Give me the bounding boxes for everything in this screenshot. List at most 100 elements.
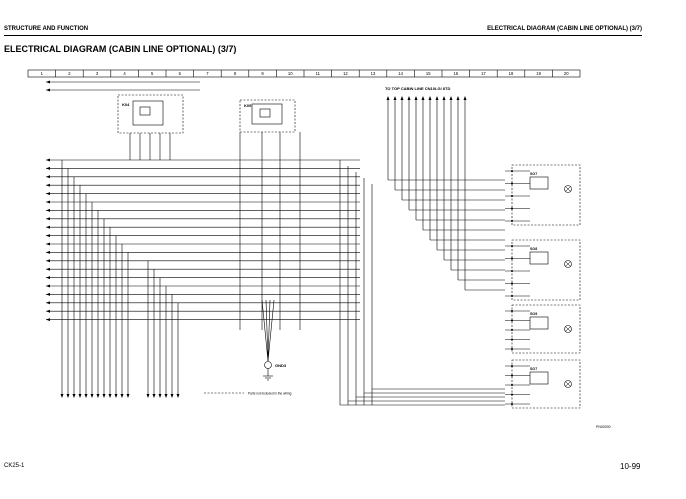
grid-number: 5 [151,71,154,76]
legend-note: Parts not included in the wiring [248,392,292,396]
bus-arrow [46,250,50,254]
grid-number: 2 [68,71,71,76]
drop-arrow [126,394,130,398]
bus-arrow [46,175,50,179]
harness-arrow [400,96,404,100]
panel-pin [511,195,513,197]
lamp-icon [564,260,572,268]
header-rule [4,35,642,36]
panel-pin [511,310,513,312]
drop-arrow [60,394,64,398]
drop-arrow [170,394,174,398]
harness-arrow [428,96,432,100]
drop-arrow [158,394,162,398]
switch-panel-frame [511,239,581,301]
bus-arrow [46,208,50,212]
panel-pin [511,365,513,367]
drop-arrow [78,394,82,398]
switch-label: SO9 [530,312,537,316]
relay-k05-label: K05 [244,103,252,108]
ground-label: GND3 [275,363,287,368]
relay-k04: K04 [117,94,184,134]
grid-number: 8 [234,71,237,76]
vertical-wires [60,96,505,406]
drop-arrow [120,394,124,398]
grid-number: 20 [564,71,569,76]
harness-arrow [435,96,439,100]
bus-arrow [46,225,50,229]
page-number: 10-99 [620,462,641,471]
harness-arrow [456,96,460,100]
bus-arrow [46,166,50,170]
harness-arrow [449,96,453,100]
bus-arrow [46,217,50,221]
bus-arrow [46,242,50,246]
panel-pin [511,220,513,222]
panel-pin [511,403,513,405]
panel-pin [511,245,513,247]
bus-arrow [46,276,50,280]
lamp-cross [565,326,571,332]
bus-arrow [46,158,50,162]
drop-arrow [72,394,76,398]
top-arrow [46,80,50,84]
switch-body [529,251,549,265]
ground-wire [267,299,271,362]
grid-number: 7 [206,71,209,76]
harness-arrow [442,96,446,100]
lamp-cross [565,261,571,267]
relay-k05: K05 [239,99,296,133]
drop-arrow [90,394,94,398]
switch-body [529,316,549,330]
panel-pin [511,338,513,341]
drop-arrow [176,394,180,398]
top-arrow [46,88,50,92]
model-code: CK25-1 [4,463,25,469]
drop-arrow [96,394,100,398]
drop-arrow [152,394,156,398]
drawing-reference: PN00000 [596,425,611,429]
grid-number: 11 [316,71,321,76]
lamp-icon [564,185,572,193]
drop-arrow [102,394,106,398]
bus-arrow [46,301,50,305]
drop-arrow [114,394,118,398]
harness-arrow [393,96,397,100]
bus-arrow [46,183,50,187]
diagram-header: ELECTRICAL DIAGRAM (CABIN LINE OPTIONAL)… [487,26,642,32]
lamp-cross [565,186,571,192]
grid-number: 18 [509,71,514,76]
ground-wire [267,299,275,362]
switch-body [529,371,549,385]
bus-arrow [46,284,50,288]
bus-arrow [46,309,50,313]
switch-label: SO8 [530,247,537,251]
switch-panel-frame [511,164,581,226]
bus-arrow [46,259,50,263]
drop-arrow [108,394,112,398]
drop-arrow [66,394,70,398]
ground-symbol [263,361,273,381]
panel-pin [511,182,513,185]
lamp-icon [564,380,572,388]
panel-pin [511,319,513,322]
grid-number: 19 [536,71,541,76]
panel-pin [511,270,513,272]
switch-body [529,176,549,190]
switch-label: SO7 [530,367,537,371]
panel-pin [511,295,513,297]
grid-number: 12 [343,71,348,76]
drop-arrow [84,394,88,398]
panel-pin [511,384,513,386]
panel-pin [511,170,513,172]
grid-number: 3 [96,71,99,76]
panel-pin [511,207,513,210]
drop-arrow [146,394,150,398]
grid-number: 9 [261,71,264,76]
harness-arrow [407,96,411,100]
drop-arrow [164,394,168,398]
ground-wire [261,299,269,362]
